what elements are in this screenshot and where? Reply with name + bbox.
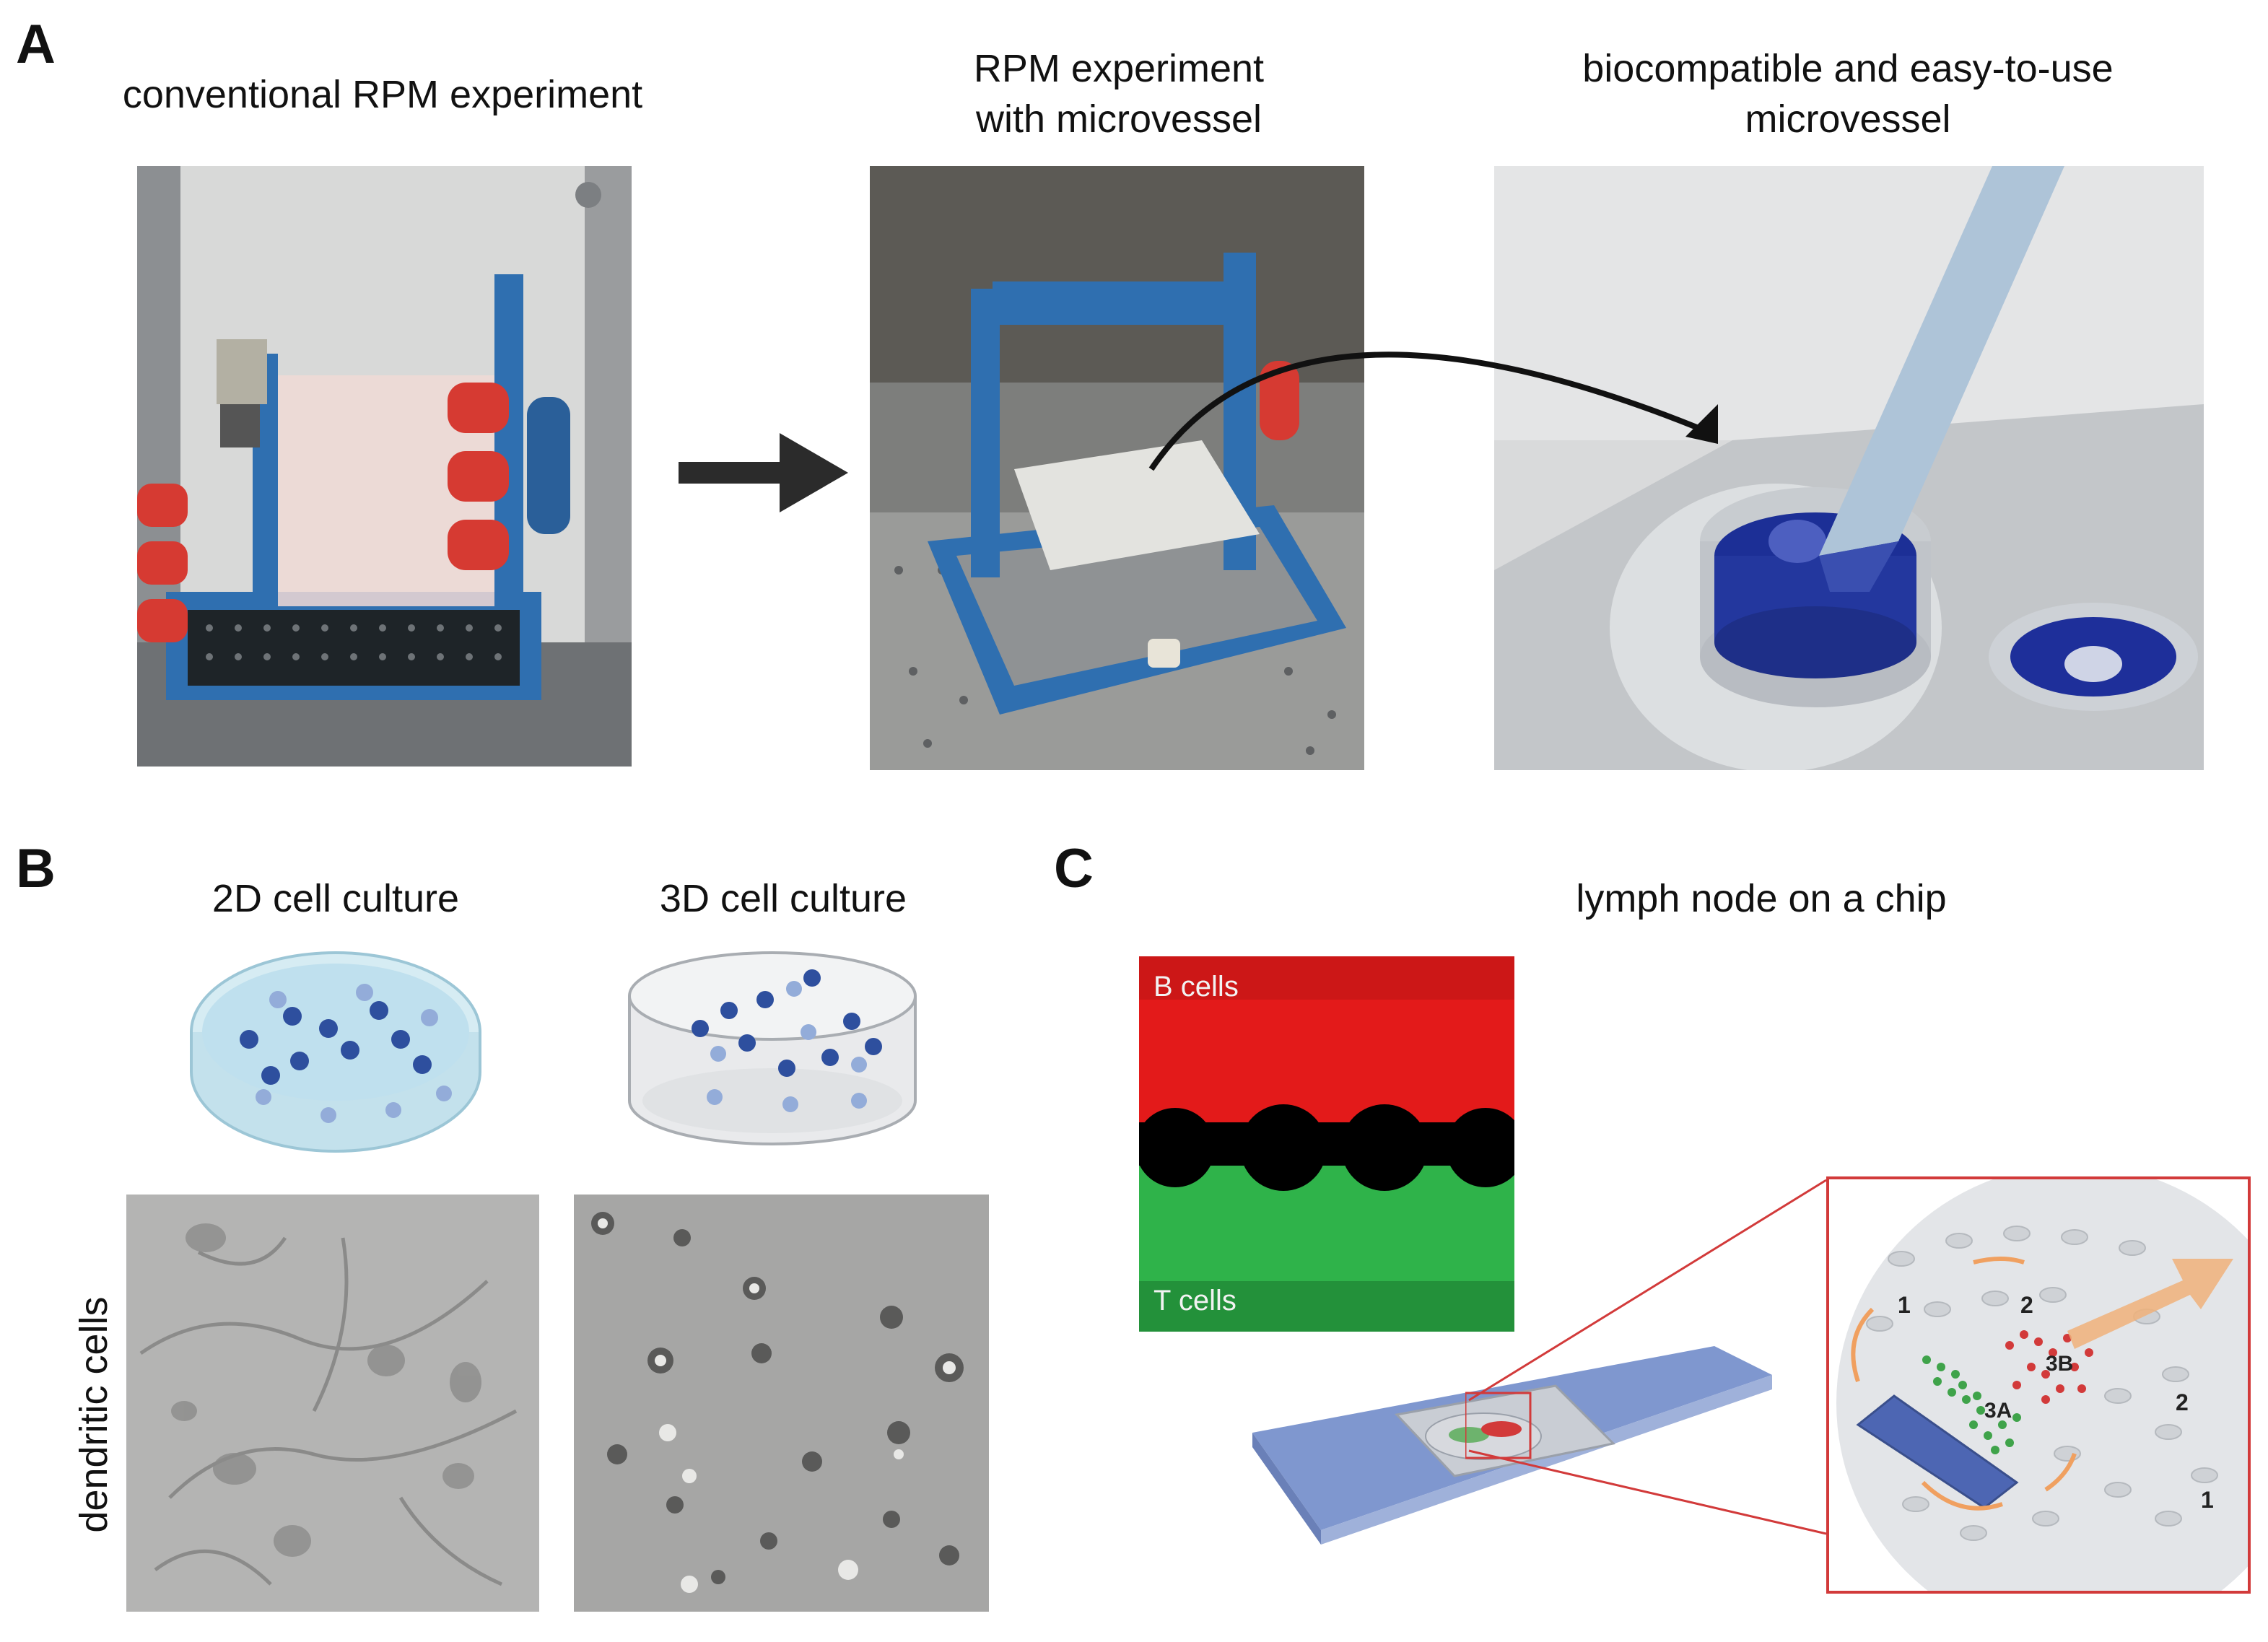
caption-conventional-rpm: conventional RPM experiment <box>122 73 643 116</box>
dish-2d-illustration <box>190 951 481 1153</box>
panel-letter-c: C <box>1054 838 1094 899</box>
caption-line-1: biocompatible and easy-to-use <box>1582 47 2114 90</box>
rpm-microvessel-illustration <box>870 166 1364 770</box>
micrograph-2d-dendritic-cells <box>126 1195 539 1612</box>
fluorescence-texture <box>1139 956 1514 1332</box>
right-arrow-icon <box>679 433 848 512</box>
caption-2d-culture: 2D cell culture <box>211 877 460 920</box>
micrograph-2d-texture <box>126 1195 539 1612</box>
zone-label-2-right: 2 <box>2176 1389 2189 1415</box>
caption-line-1: RPM experiment <box>973 47 1265 90</box>
panel-letter-a: A <box>16 14 56 75</box>
zone-label-3b: 3B <box>2046 1352 2073 1376</box>
caption-line-2: microvessel <box>1745 97 1951 141</box>
label-dendritic-cells: dendritic cells <box>72 1296 115 1533</box>
fluorescence-image: B cells T cells <box>1139 956 1514 1332</box>
caption-microvessel: biocompatible and easy-to-use microvesse… <box>1487 43 2209 144</box>
curved-arrow-icon <box>1148 351 1718 471</box>
chip-detail-inset: 1 2 3B 3A 2 1 <box>1826 1176 2251 1594</box>
chip-detail-illustration: 1 2 3B 3A 2 1 <box>1836 1179 2248 1591</box>
zone-label-1-top: 1 <box>1898 1292 1911 1318</box>
zoom-connector-lines <box>1465 1179 1827 1535</box>
caption-3d-culture: 3D cell culture <box>659 877 907 920</box>
chip-slide-illustration <box>1252 1346 1772 1545</box>
micrograph-3d-dendritic-cells <box>574 1195 989 1612</box>
zone-label-1-right: 1 <box>2201 1487 2214 1513</box>
caption-rpm-with-microvessel: RPM experiment with microvessel <box>866 43 1371 144</box>
photo-conventional-rpm <box>137 166 632 767</box>
zone-label-3a: 3A <box>1984 1399 2012 1423</box>
label-t-cells: T cells <box>1153 1285 1237 1316</box>
microvessel-illustration <box>1494 166 2204 770</box>
zone-label-2-top: 2 <box>2020 1292 2033 1318</box>
photo-microvessel <box>1494 166 2204 770</box>
panel-letter-b: B <box>16 838 56 899</box>
photo-rpm-with-microvessel <box>870 166 1364 770</box>
dish-3d-illustration <box>628 951 917 1145</box>
caption-lymph-node-chip: lymph node on a chip <box>1576 877 1947 920</box>
label-b-cells: B cells <box>1153 971 1239 1003</box>
micrograph-3d-texture <box>574 1195 989 1612</box>
caption-line-2: with microvessel <box>975 97 1262 141</box>
rpm-illustration <box>137 166 632 767</box>
